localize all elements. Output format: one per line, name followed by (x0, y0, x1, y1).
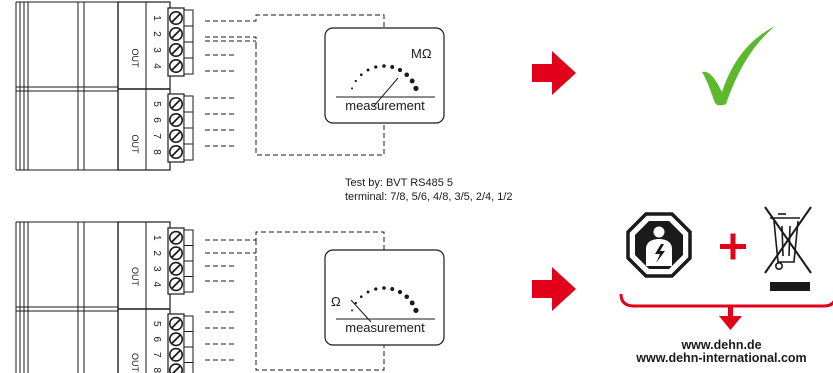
scale-dot (354, 79, 357, 83)
test-info-line2: terminal: 7/8, 5/6, 4/8, 3/5, 2/4, 1/2 (345, 191, 513, 203)
scale-dot (390, 287, 395, 291)
terminal-number: 6 (151, 117, 162, 123)
meter-unit-bottom: Ω (331, 294, 341, 309)
electrician-icon (626, 212, 692, 278)
scale-dot (374, 65, 378, 69)
scale-dot (351, 87, 354, 90)
scale-dot (390, 65, 395, 69)
scale-dot (397, 289, 403, 295)
scale-dot (374, 287, 378, 291)
terminal-number: 8 (151, 367, 162, 373)
terminal-number: 5 (151, 321, 162, 327)
bracket-arrow (619, 293, 833, 330)
terminal-number: 1 (151, 15, 162, 21)
scale-dot (382, 286, 386, 290)
scale-dot (413, 307, 419, 313)
meter-scale-top (351, 64, 419, 91)
terminal-number: 5 (151, 101, 162, 107)
terminal-number: 3 (151, 47, 162, 53)
terminal-number: 3 (151, 266, 162, 272)
url-primary: www.dehn.de (681, 338, 762, 352)
scale-dot (359, 295, 363, 299)
scale-dot (366, 290, 370, 294)
scale-dot (404, 72, 410, 78)
terminal-number: 4 (151, 63, 162, 69)
terminal-number: 4 (151, 281, 162, 287)
meter-top: MΩ measurement (324, 27, 445, 124)
terminal-number: 7 (151, 352, 162, 358)
scale-dot (366, 68, 370, 72)
terminal-number: 6 (151, 336, 162, 342)
checkmark-icon (702, 26, 775, 106)
scale-dot (409, 78, 415, 84)
terminal-number: 8 (151, 149, 162, 155)
wiring-bottom (205, 231, 385, 371)
terminal-number: 2 (151, 250, 162, 256)
out-group-label: OUT (130, 267, 140, 287)
meter-needle-bottom (350, 299, 372, 323)
terminal-number: 2 (151, 31, 162, 37)
scale-dot (382, 64, 386, 68)
arrow-right-icon-top (532, 51, 576, 95)
scale-dot (351, 309, 354, 312)
crossed-bin-icon (764, 206, 812, 291)
out-group-label: OUT (130, 353, 140, 373)
out-group-label: OUT (130, 49, 140, 69)
scale-dot (354, 301, 357, 305)
meter-scale-bottom (351, 286, 419, 313)
terminal-number: 7 (151, 133, 162, 139)
terminal-screw (169, 363, 183, 373)
meter-needle-top (373, 77, 399, 107)
meter-label-bottom: measurement (345, 320, 425, 335)
scale-dot (413, 85, 419, 91)
url-international: www.dehn-international.com (636, 351, 807, 365)
scale-dot (404, 294, 410, 300)
scale-dot (359, 73, 363, 77)
arrow-right-icon-bottom (532, 267, 576, 311)
plus-icon (720, 233, 746, 260)
terminal-number: 1 (151, 235, 162, 241)
url-block: www.dehn.de www.dehn-international.com (610, 339, 833, 365)
meter-bottom: Ω measurement (324, 249, 445, 346)
out-group-label: OUT (130, 135, 140, 155)
wiring-top (205, 14, 385, 156)
meter-label-top: measurement (345, 98, 425, 113)
scale-dot (409, 300, 415, 306)
test-info-line1: Test by: BVT RS485 5 (345, 177, 454, 189)
test-info: Test by: BVT RS485 5 terminal: 7/8, 5/6,… (345, 176, 513, 204)
scale-dot (397, 67, 403, 73)
meter-unit-top: MΩ (411, 46, 432, 61)
